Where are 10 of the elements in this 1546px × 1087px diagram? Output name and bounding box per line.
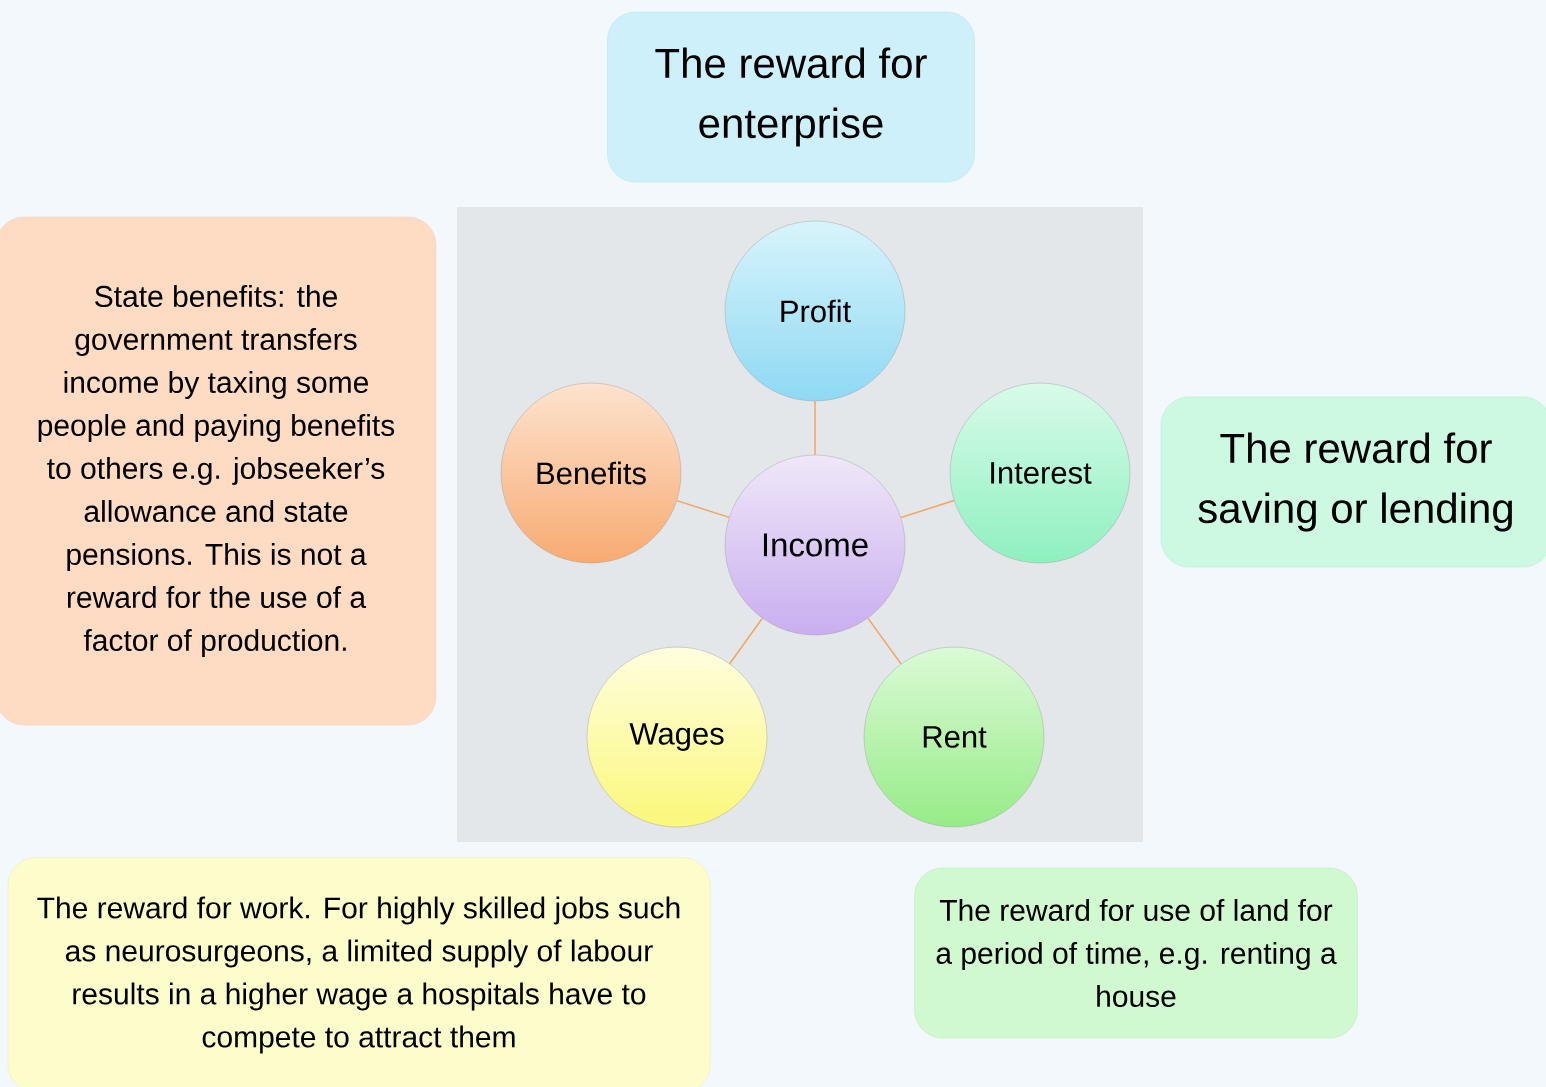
text-box: State benefits: the government transfers income by taxing some people and paying benefits to others e.g. jobseeker’s allowance and state pensions. This is not a reward for the use of a factor of production. bbox=[0, 216, 437, 726]
text-box: The reward for work. For highly skilled jobs such as neurosurgeons, a limited supply of labour results in a higher wage a hospitals have to compete to attract them bbox=[7, 857, 711, 1087]
text-box: The reward for use of land for a period of time, e.g. renting a house bbox=[914, 867, 1358, 1039]
connector-line bbox=[728, 617, 764, 665]
connector-line bbox=[814, 400, 816, 456]
connector-line bbox=[867, 617, 902, 665]
connector-line bbox=[676, 499, 730, 519]
connector-line bbox=[900, 499, 955, 519]
text-box: The reward for saving or lending bbox=[1160, 396, 1546, 568]
text-box: The reward for enterprise bbox=[607, 11, 975, 183]
